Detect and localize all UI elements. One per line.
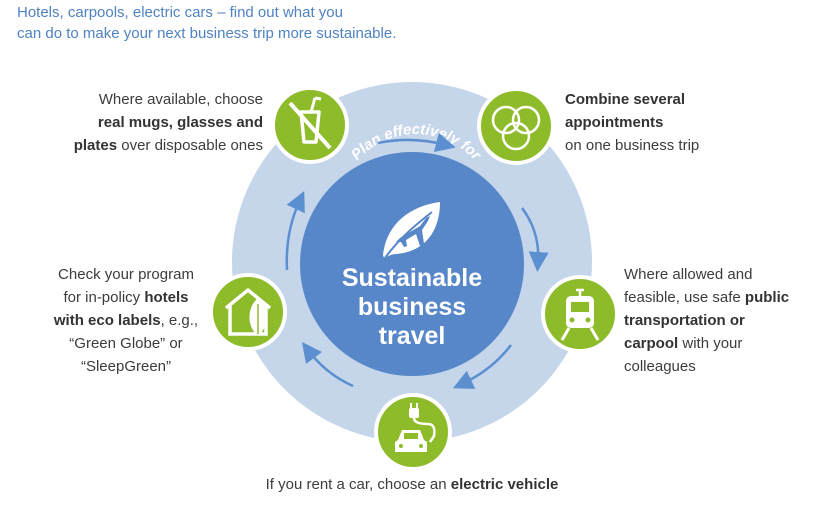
tip-hotels-line-5: “SleepGreen” (80, 358, 172, 375)
tip-combine-line-2: appointments (565, 114, 664, 131)
overlapping-circles-icon (477, 87, 555, 165)
tip-hotels-line-1: Check your program (58, 266, 194, 283)
tip-reusable-tableware: Where available, choose real mugs, glass… (13, 88, 263, 157)
cycle-arrow-lower-right (452, 344, 512, 389)
tip-ev-bold: electric vehicle (450, 476, 559, 493)
tip-transport-line-3: transportation or (624, 312, 745, 329)
tip-electric-vehicle: If you rent a car, choose an electric ve… (212, 473, 612, 496)
intro-text: Hotels, carpools, electric cars – find o… (17, 2, 457, 44)
cycle-arrow-top (377, 132, 456, 153)
intro-line-1: Hotels, carpools, electric cars – find o… (17, 4, 343, 21)
intro-line-2: can do to make your next business trip m… (17, 25, 397, 42)
cycle-arrow-lower-left (301, 342, 354, 388)
tip-public-transport: Where allowed and feasible, use safe pub… (624, 263, 820, 378)
tip-combine-line-1: Combine several (565, 91, 686, 108)
tip-reusable-line-2: real mugs, glasses and (97, 114, 263, 131)
tip-reusable-line-3: plates over disposable ones (73, 137, 263, 154)
no-disposable-cup-icon (271, 86, 349, 164)
cycle-arrow-right (520, 207, 549, 272)
tip-hotels-line-3: with eco labels, e.g., (53, 312, 199, 329)
tip-transport-line-5: colleagues (624, 358, 696, 375)
electric-car-icon (374, 393, 452, 471)
cycle-arrow-left (285, 190, 305, 271)
tip-ev-text: If you rent a car, choose an (265, 476, 451, 493)
tip-transport-line-1: Where allowed and (624, 266, 753, 283)
inner-circle (300, 152, 524, 376)
center-title-line-3: travel (379, 322, 446, 350)
center-title-line-2: business (358, 293, 466, 321)
airplane-leaf-icon (383, 202, 440, 259)
tip-transport-line-2: feasible, use safe public (624, 289, 790, 306)
eco-house-icon (209, 273, 287, 351)
tip-combine-appointments: Combine several appointments on one busi… (565, 88, 805, 157)
train-icon (541, 275, 619, 353)
tip-transport-line-4: carpool with your (624, 335, 743, 352)
tip-hotels-line-2: for in-policy hotels (63, 289, 189, 306)
tip-combine-line-3: on one business trip (565, 137, 700, 154)
tip-hotels-line-4: “Green Globe” or (69, 335, 183, 352)
tip-reusable-line-1: Where available, choose (98, 91, 263, 108)
tip-eco-hotels: Check your program for in-policy hotels … (30, 263, 222, 378)
center-title-line-1: Sustainable (342, 264, 482, 292)
